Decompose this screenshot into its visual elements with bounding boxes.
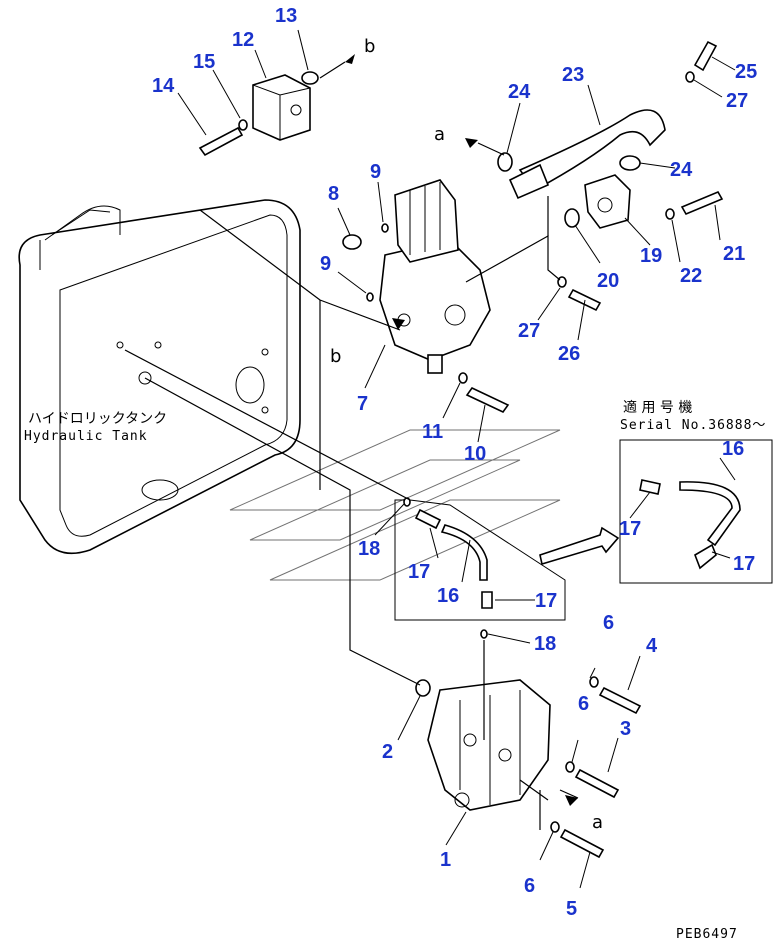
callout-27b: 27: [518, 320, 540, 342]
o-ring-24a: [497, 152, 513, 172]
serial-inset-frame: [619, 439, 773, 584]
o-ring-9b: [366, 292, 374, 302]
valve-block-1: [427, 679, 551, 811]
callout-9a: 9: [370, 161, 381, 183]
flange-19: [584, 174, 631, 229]
callout-22: 22: [680, 265, 702, 287]
callout-3: 3: [620, 718, 631, 740]
callout-1: 1: [440, 849, 451, 871]
callout-15: 15: [193, 51, 215, 73]
callout-17d: 17: [535, 590, 557, 612]
callout-6c: 6: [524, 875, 535, 897]
callout-6b: 6: [578, 693, 589, 715]
callout-27a: 27: [726, 90, 748, 112]
callout-9b: 9: [320, 253, 331, 275]
callout-7: 7: [357, 393, 368, 415]
callout-20: 20: [597, 270, 619, 292]
washer-11: [458, 372, 468, 384]
callout-13: 13: [275, 5, 297, 27]
callout-17c: 17: [408, 561, 430, 583]
inset-pointer-arrow: [539, 526, 620, 566]
o-ring-2: [415, 679, 431, 697]
callout-2: 2: [382, 741, 393, 763]
callout-labels: 1 2 3 4 5 6 6 6 7 8 9 9 10 11 12 13 14 1…: [152, 5, 757, 920]
callout-17b: 17: [733, 553, 755, 575]
o-ring-18b: [480, 629, 488, 639]
elbow-17c: [639, 479, 661, 495]
arrow-label-a-top: a: [434, 124, 445, 145]
control-valve-7: [379, 179, 491, 374]
callout-18b: 18: [534, 633, 556, 655]
pipe-23: [508, 109, 666, 200]
arrow-label-a-bottom: a: [592, 812, 603, 833]
footer-code: PEB6497: [676, 927, 738, 942]
bolt-14: [198, 126, 244, 157]
washer-6b: [565, 761, 575, 773]
bolt-4: [598, 686, 642, 715]
arrow-b-top: [345, 54, 355, 64]
callout-19: 19: [640, 245, 662, 267]
washer-15: [238, 119, 248, 131]
bolt-3: [574, 768, 620, 799]
o-ring-20: [564, 208, 580, 228]
tank-label-jp: ハイドロリックタンク: [28, 411, 167, 427]
callout-21: 21: [723, 243, 745, 265]
tank-label-en: Hydraulic Tank: [24, 429, 148, 444]
block-part-12: [252, 74, 311, 141]
hose-inset-frame: [394, 499, 566, 621]
washer-6a: [589, 676, 599, 688]
callout-10: 10: [464, 443, 486, 465]
callout-23: 23: [562, 64, 584, 86]
arrow-b-mid: [392, 318, 405, 330]
washer-22: [665, 208, 675, 220]
callout-14: 14: [152, 75, 175, 97]
washer-27b: [557, 276, 567, 288]
bolt-5: [559, 828, 605, 859]
hydraulic-tank: [18, 199, 301, 555]
washer-27a: [685, 71, 695, 83]
o-ring-8: [342, 234, 362, 250]
arrow-a-bottom: [565, 795, 578, 806]
bolt-25: [693, 40, 718, 72]
arrow-label-b-mid: b: [330, 346, 341, 367]
washer-6c: [550, 821, 560, 833]
watermark-logo: [229, 429, 561, 581]
o-ring-13: [301, 71, 319, 85]
callout-17a: 17: [619, 518, 641, 540]
serial-label-en: Serial No.36888～: [620, 418, 766, 433]
callout-16a: 16: [722, 438, 744, 460]
callout-5: 5: [566, 898, 577, 920]
callout-12: 12: [232, 29, 254, 51]
hose-16a: [440, 524, 488, 581]
bolt-10: [465, 386, 510, 414]
o-ring-9a: [381, 223, 389, 233]
bolt-21: [680, 190, 724, 216]
leader-lines: [124, 61, 579, 830]
callout-16b: 16: [437, 585, 459, 607]
callout-6a: 6: [603, 612, 614, 634]
serial-label-jp: 適 用 号 機: [623, 399, 692, 416]
callout-24b: 24: [670, 159, 693, 181]
callout-18a: 18: [358, 538, 380, 560]
elbow-17a: [414, 508, 442, 530]
elbow-17d: [694, 543, 717, 570]
callout-25: 25: [735, 61, 757, 83]
callout-11: 11: [422, 421, 443, 443]
o-ring-24b: [619, 155, 641, 171]
callout-8: 8: [328, 183, 339, 205]
adapter-17b: [481, 591, 493, 609]
callout-4: 4: [646, 635, 658, 657]
callout-24a: 24: [508, 81, 531, 103]
hose-16b: [679, 481, 741, 547]
callout-26: 26: [558, 343, 580, 365]
arrow-a-top: [465, 138, 478, 148]
arrow-label-b-top: b: [364, 36, 375, 57]
callout-leaders: [177, 29, 736, 889]
